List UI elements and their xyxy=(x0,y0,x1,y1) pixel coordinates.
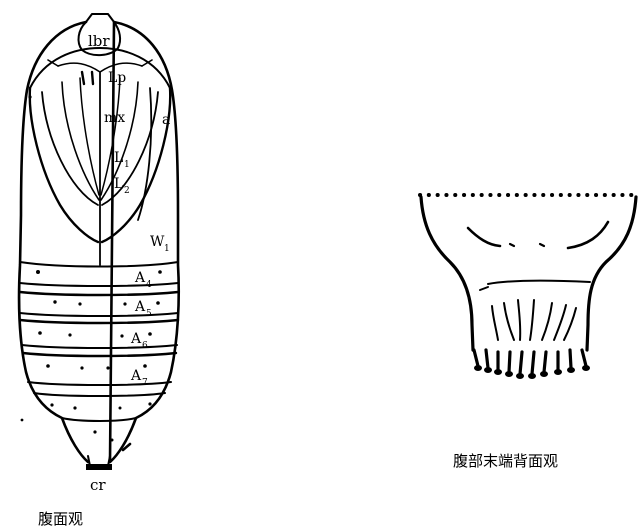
antenna-outer-line xyxy=(137,87,153,221)
tip-outline-right xyxy=(585,195,638,352)
inner-dash-left xyxy=(508,242,516,248)
mid-band-tick-left xyxy=(479,286,489,291)
label-w1-sub: 1 xyxy=(164,244,170,254)
label-a4: A xyxy=(134,270,146,286)
body-speckles xyxy=(20,95,162,442)
leg-line-2-left xyxy=(79,77,100,196)
label-l2-sub: 2 xyxy=(124,186,130,196)
cremaster-tip xyxy=(86,464,112,470)
label-cr: cr xyxy=(90,476,106,494)
segment-line-a8 xyxy=(61,417,137,422)
antenna-line-right xyxy=(101,91,159,206)
label-l1-sub: 1 xyxy=(124,160,130,170)
label-l1: L xyxy=(114,150,123,166)
lp-dash-2 xyxy=(90,70,95,86)
labrum-outline xyxy=(77,13,122,56)
segment-line-a6a xyxy=(21,344,178,349)
striation-4 xyxy=(529,299,535,341)
head-inner-arc xyxy=(57,62,143,73)
inner-dash-right xyxy=(538,242,546,248)
inner-curve-right xyxy=(566,220,610,250)
wing-base-line xyxy=(19,261,179,268)
label-a6: A xyxy=(130,331,142,347)
caption-ventral-view: 腹面观 xyxy=(38,510,83,528)
mid-band xyxy=(487,279,591,285)
label-a6-sub: 6 xyxy=(142,341,148,351)
label-a: a xyxy=(162,112,170,128)
label-l2: L xyxy=(114,176,123,192)
segment-line-a7a xyxy=(27,381,172,386)
striation-1 xyxy=(491,305,499,341)
striation-6 xyxy=(553,304,567,341)
striation-2 xyxy=(503,302,515,341)
pupa-labels: lbr Lp mx a L 1 L 2 W 1 A 4 A 5 A 6 A 7 … xyxy=(88,32,170,494)
caption-dorsal-tip-view: 腹部末端背面观 xyxy=(453,452,558,470)
tip-outline-left xyxy=(419,195,475,352)
leg-line-1-right xyxy=(100,81,139,201)
head-arc xyxy=(29,47,171,89)
label-a5-sub: 5 xyxy=(146,309,152,319)
label-lbr: lbr xyxy=(88,32,110,50)
head-side-ridge-left xyxy=(47,59,59,67)
label-a7-sub: 7 xyxy=(142,378,148,388)
segment-line-a5a xyxy=(19,312,179,317)
striation-5 xyxy=(541,302,553,341)
stray-mark xyxy=(121,442,132,452)
segment-line-a6b xyxy=(21,351,178,358)
segment-line-a4b xyxy=(18,290,180,297)
leg-line-1-left xyxy=(61,81,100,201)
wing-sheath-left xyxy=(28,86,100,244)
label-a5: A xyxy=(134,299,146,315)
pupa-ventral-view xyxy=(17,13,181,470)
abdomen-tip-dorsal-view xyxy=(418,193,638,379)
label-a4-sub: 4 xyxy=(146,280,152,290)
striation-7 xyxy=(563,307,577,341)
label-mx: mx xyxy=(104,110,125,126)
segment-line-a5b xyxy=(18,318,180,325)
terminal-hooks xyxy=(472,348,588,376)
leg-line-2-right xyxy=(100,77,121,196)
lp-dash-1 xyxy=(80,70,86,86)
inner-curve-left xyxy=(466,226,502,248)
terminal-hook-tips xyxy=(474,365,590,379)
label-a7: A xyxy=(130,368,142,384)
head-side-ridge-right xyxy=(141,59,153,67)
antenna-line-left xyxy=(41,91,99,206)
segment-line-a4a xyxy=(19,282,179,287)
striation-3 xyxy=(517,299,522,341)
label-w1: W xyxy=(150,234,165,250)
segment-line-a7b xyxy=(33,392,166,397)
label-lp: Lp xyxy=(108,70,126,86)
